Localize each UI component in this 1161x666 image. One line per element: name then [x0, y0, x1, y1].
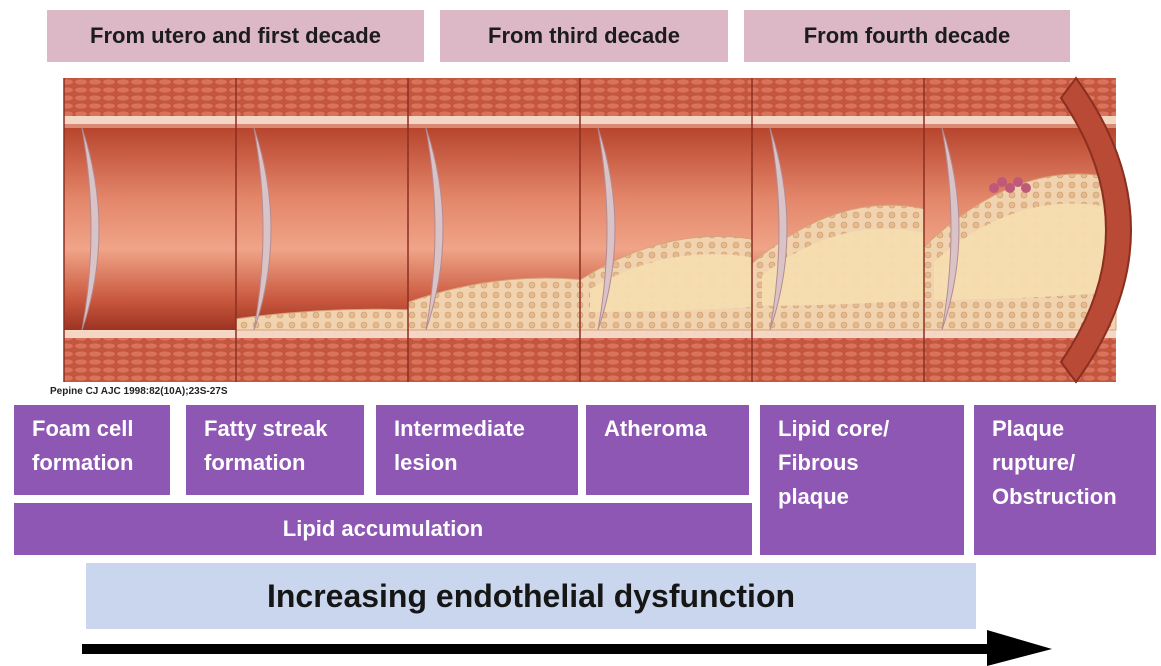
artery-segment: [236, 78, 408, 382]
artery-segment: [752, 78, 924, 382]
citation: Pepine CJ AJC 1998:82(10A);23S-27S: [50, 386, 228, 397]
stage-plaque-rupture-obstruction: Plaque rupture/ Obstruction: [974, 405, 1156, 555]
artery-segment: [580, 78, 752, 382]
endothelial-dysfunction-banner: Increasing endothelial dysfunction: [86, 563, 976, 629]
decade-header-fourth: From fourth decade: [744, 10, 1070, 62]
artery-segment: [408, 78, 580, 382]
progression-arrow: [82, 630, 1052, 666]
artery-segment: [64, 78, 236, 382]
stage-intermediate-lesion: Intermediate lesion: [376, 405, 578, 495]
decade-header-third: From third decade: [440, 10, 728, 62]
artery-progression-illustration: [46, 70, 1161, 390]
stage-lipid-core-fibrous-plaque: Lipid core/ Fibrous plaque: [760, 405, 964, 555]
stage-atheroma: Atheroma: [586, 405, 749, 495]
stage-fatty-streak-formation: Fatty streak formation: [186, 405, 364, 495]
stage-foam-cell-formation: Foam cell formation: [14, 405, 170, 495]
lipid-accumulation-bar: Lipid accumulation: [14, 503, 752, 555]
decade-header-utero: From utero and first decade: [47, 10, 424, 62]
